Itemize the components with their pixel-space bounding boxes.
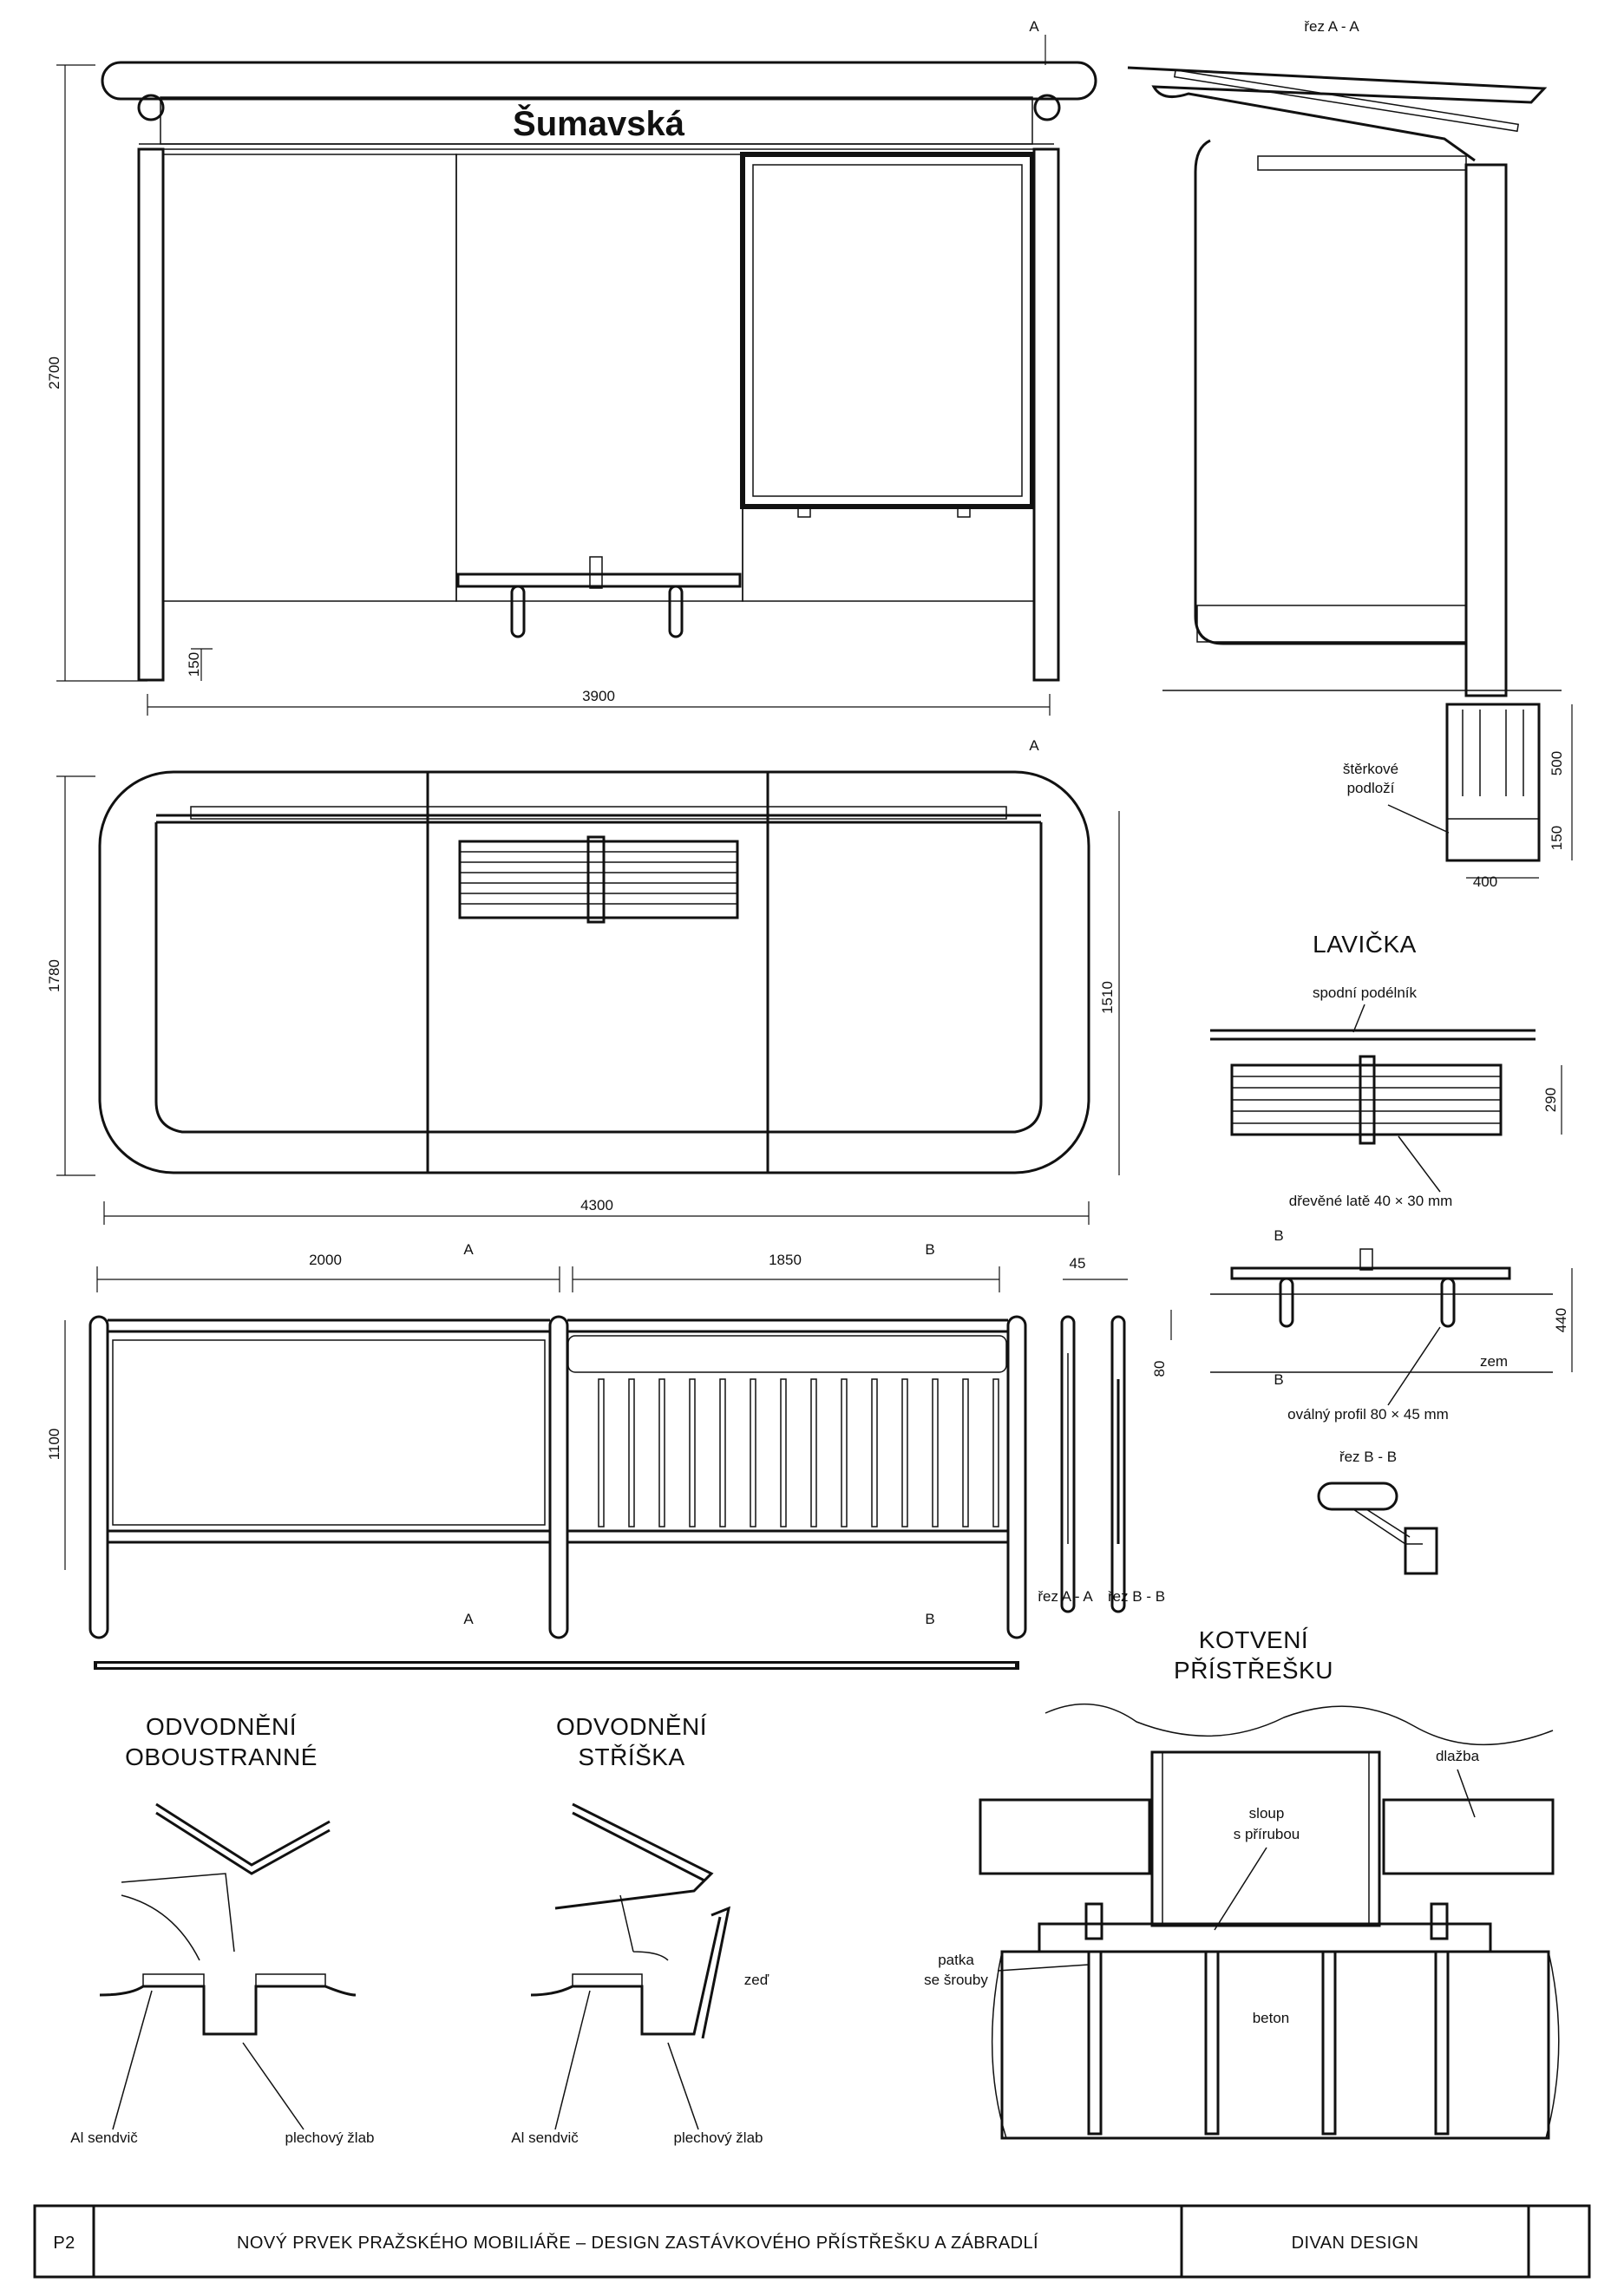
anchoring-title-2: PŘÍSTŘEŠKU (1174, 1657, 1333, 1684)
railing-bar (598, 1378, 605, 1527)
sheet-number: P2 (53, 2234, 75, 2253)
label-sandwich-single: Al sendvič (511, 2129, 579, 2146)
title-block: P2 NOVÝ PRVEK PRAŽSKÉHO MOBILIÁŘE – DESI… (33, 2204, 1591, 2279)
railing-bar (780, 1378, 787, 1527)
foundation-block (1445, 703, 1541, 862)
dim-foundation-base: 150 (1549, 826, 1565, 850)
label-sandwich-double: Al sendvič (70, 2129, 138, 2146)
label-gutter-double: plechový žlab (285, 2129, 374, 2146)
bench-title: LAVIČKA (1313, 931, 1417, 958)
bench-detail: LAVIČKA spodní podélník 290 dřevěné latě… (1210, 931, 1573, 1575)
dim-plinth: 150 (186, 652, 202, 677)
label-paving: dlažba (1436, 1748, 1480, 1764)
anchoring-title-1: KOTVENÍ (1199, 1626, 1308, 1653)
drainage-single-title-2: STŘÍŠKA (578, 1743, 684, 1770)
label-footing-2: se šrouby (924, 1972, 988, 1988)
railing-bar (871, 1378, 878, 1527)
drainage-double-detail: ODVODNĚNÍ OBOUSTRANNÉ Al sendvič plechov… (70, 1713, 374, 2146)
shelter-sign: Šumavská (513, 103, 685, 143)
label-lower-rail: spodní podélník (1313, 984, 1418, 1001)
railing-bars (598, 1378, 999, 1527)
bench-section-title: řez B - B (1339, 1449, 1397, 1465)
railing-bar (992, 1378, 999, 1527)
railing-mark-b-bottom: B (925, 1611, 934, 1627)
concrete-footing (1000, 1950, 1550, 2140)
column-section (1464, 163, 1508, 697)
shelter-roof (101, 61, 1097, 101)
bench-front (456, 572, 742, 588)
drainage-single-title-1: ODVODNĚNÍ (556, 1713, 707, 1740)
paving-left (979, 1798, 1151, 1875)
label-concrete: beton (1253, 2010, 1290, 2026)
railing-bar (628, 1378, 635, 1527)
section-mark-a-plan: A (1029, 737, 1039, 754)
railing-section-a: řez A - A (1038, 1588, 1093, 1605)
railing-mark-b-top: B (925, 1241, 934, 1258)
bench-mark-b-top: B (1274, 1227, 1283, 1244)
label-ground: zem (1480, 1353, 1508, 1370)
railing-section-b: řez B - B (1108, 1588, 1165, 1605)
dim-railing-right: 1850 (769, 1252, 802, 1268)
label-wall: zeď (744, 1972, 769, 1988)
dim-foundation-depth: 500 (1549, 751, 1565, 775)
dim-plan-inner-depth: 1510 (1099, 981, 1116, 1014)
dim-railing-height: 1100 (46, 1429, 62, 1461)
dim-foundation-width: 400 (1473, 873, 1497, 890)
dim-railing-thickness: 45 (1070, 1255, 1086, 1272)
drainage-single-detail: ODVODNĚNÍ STŘÍŠKA zeď Al sendvič plechov… (511, 1713, 769, 2146)
label-footing-1: patka (938, 1952, 974, 1968)
paving-right (1382, 1798, 1555, 1875)
drainage-double-title-1: ODVODNĚNÍ (146, 1713, 297, 1740)
shelter-front-view: 2700 Šumavská 150 3900 A (46, 18, 1097, 716)
dim-plan-length: 4300 (580, 1197, 613, 1213)
sheet-description: NOVÝ PRVEK PRAŽSKÉHO MOBILIÁŘE – DESIGN … (237, 2233, 1038, 2253)
dim-railing-top: 80 (1151, 1361, 1168, 1377)
railing-mark-a-bottom: A (463, 1611, 474, 1627)
railing-bar (719, 1378, 726, 1527)
shelter-plan-view: 1780 1510 4300 A (46, 737, 1120, 1225)
sheet-author: DIVAN DESIGN (1292, 2234, 1419, 2253)
railing-bar (689, 1378, 696, 1527)
bench-plan (458, 840, 739, 919)
railing-mark-a-top: A (463, 1241, 474, 1258)
railing-bar (901, 1378, 908, 1527)
railing-bar (962, 1378, 969, 1527)
bench-mark-b-bottom: B (1274, 1371, 1283, 1388)
dim-shelter-width: 3900 (582, 688, 615, 704)
dim-shelter-height: 2700 (46, 357, 62, 389)
section-mark-a-top: A (1029, 18, 1039, 35)
dim-plan-depth: 1780 (46, 959, 62, 992)
dim-bench-height: 440 (1553, 1308, 1569, 1332)
column-anchor (1150, 1750, 1381, 1927)
railing-bar (750, 1378, 756, 1527)
railing-bar (810, 1378, 817, 1527)
section-aa-title: řez A - A (1304, 18, 1359, 35)
label-slats: dřevěné latě 40 × 30 mm (1289, 1193, 1453, 1209)
railing-bar (841, 1378, 848, 1527)
label-column-1: sloup (1249, 1805, 1285, 1822)
dim-bench-depth: 290 (1542, 1088, 1559, 1112)
label-column-2: s přírubou (1234, 1826, 1300, 1842)
bench-section-profile (1317, 1482, 1398, 1511)
anchoring-detail: KOTVENÍ PŘÍSTŘEŠKU dlažba sloup s přírub… (924, 1626, 1560, 2140)
railing-bar (932, 1378, 939, 1527)
roof-outline-plan (98, 770, 1090, 1174)
label-profile: oválný profil 80 × 45 mm (1287, 1406, 1449, 1423)
advert-panel (740, 152, 1035, 509)
drainage-double-title-2: OBOUSTRANNÉ (125, 1743, 318, 1770)
label-gutter-single: plechový žlab (673, 2129, 763, 2146)
railing-bar (658, 1378, 665, 1527)
dim-railing-left: 2000 (309, 1252, 342, 1268)
railing-view: 2000 1850 A B 1100 A B 45 80 řez A - A ř… (46, 1241, 1172, 1670)
